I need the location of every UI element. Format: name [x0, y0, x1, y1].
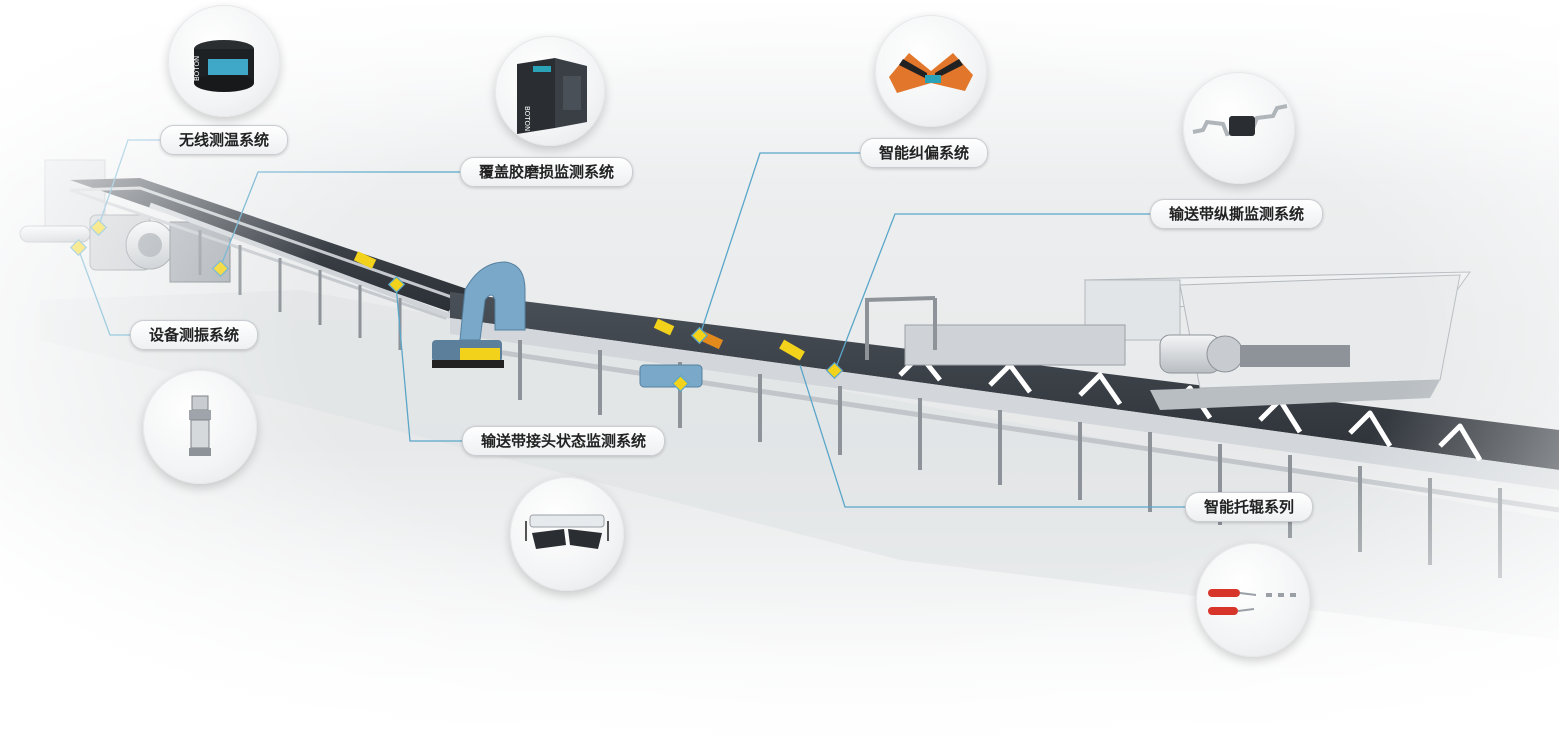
- tear-detector-icon: [1192, 104, 1288, 137]
- temp-sensor-brand: BOTON: [193, 56, 201, 81]
- bubble-tracking-idler[interactable]: [875, 15, 987, 127]
- idler-roller-icon: [1208, 589, 1296, 615]
- tracking-idler-icon: [889, 53, 973, 93]
- bubble-temp-sensor[interactable]: BOTON: [168, 5, 280, 117]
- label-cover-wear[interactable]: 覆盖胶磨损监测系统: [460, 157, 634, 187]
- cabinet-icon: BOTON: [517, 58, 587, 134]
- label-smart-tracking[interactable]: 智能纠偏系统: [860, 138, 989, 168]
- temp-sensor-icon: BOTON: [193, 40, 254, 92]
- label-smart-idler[interactable]: 智能托辊系列: [1185, 492, 1314, 522]
- bubble-tear-detector[interactable]: [1183, 72, 1295, 184]
- label-vibration[interactable]: 设备测振系统: [130, 320, 259, 350]
- cabinet-brand: BOTON: [523, 106, 531, 131]
- label-longitudinal-tear[interactable]: 输送带纵撕监测系统: [1150, 199, 1324, 229]
- vibration-sensor-icon: [189, 395, 211, 456]
- bubble-wear-cabinet[interactable]: BOTON: [495, 36, 605, 146]
- label-belt-joint[interactable]: 输送带接头状态监测系统: [462, 426, 666, 456]
- bubble-joint-detector[interactable]: [510, 477, 624, 591]
- bubble-idler-rollers[interactable]: [1196, 543, 1310, 657]
- label-wireless-temp[interactable]: 无线测温系统: [160, 125, 289, 155]
- joint-detector-icon: [525, 514, 609, 549]
- bubble-vibration-sensor[interactable]: [143, 370, 257, 484]
